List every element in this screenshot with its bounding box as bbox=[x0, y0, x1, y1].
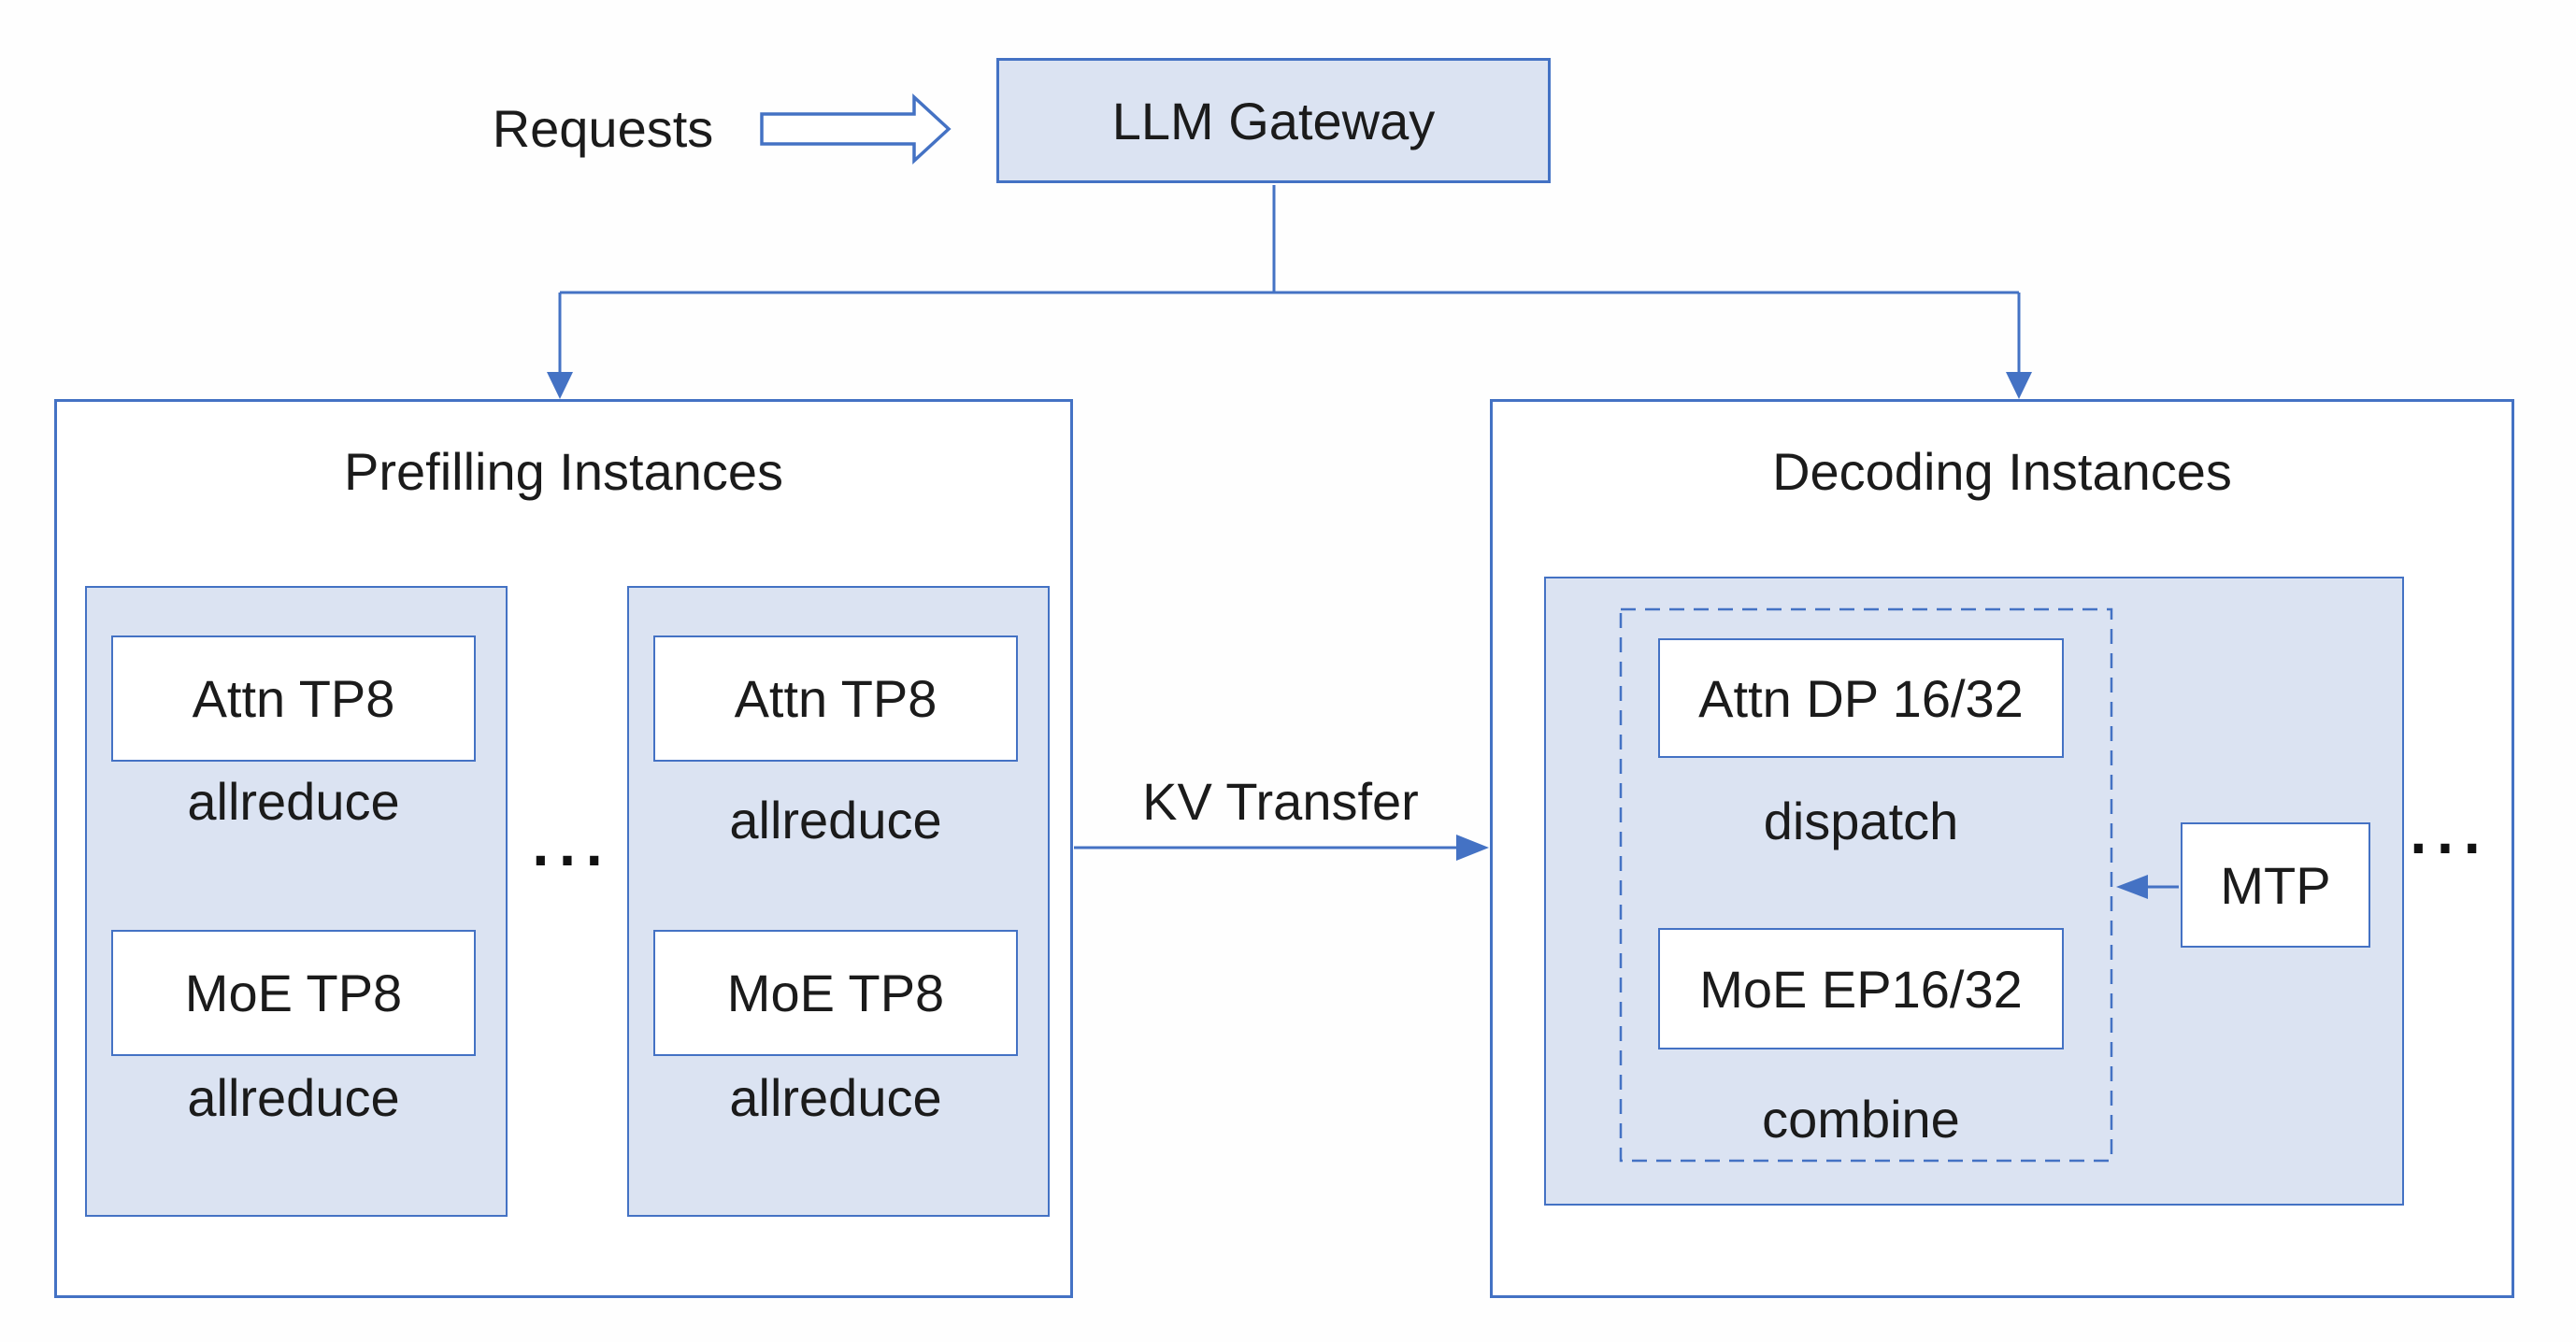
decode-moe-label: MoE EP16/32 bbox=[1699, 959, 2023, 1019]
mtp-label: MTP bbox=[2220, 855, 2331, 915]
gateway-branch-line bbox=[558, 185, 2021, 376]
mtp-box: MTP bbox=[2181, 822, 2370, 948]
prefill-1-attn-label: Attn TP8 bbox=[192, 669, 395, 728]
decode-ellipsis: ... bbox=[2405, 773, 2486, 873]
prefill-1-moe-box: MoE TP8 bbox=[111, 930, 476, 1056]
requests-label: Requests bbox=[492, 99, 714, 158]
decode-attn-label: Attn DP 16/32 bbox=[1698, 668, 2024, 728]
decode-dispatch-label: dispatch bbox=[1763, 792, 1959, 850]
prefill-ellipsis: ... bbox=[527, 785, 608, 885]
prefill-2-allreduce-label-2: allreduce bbox=[729, 1068, 942, 1127]
llm-gateway-label: LLM Gateway bbox=[1111, 91, 1436, 150]
kv-arrowhead-icon bbox=[1456, 835, 1489, 861]
prefill-1-moe-label: MoE TP8 bbox=[184, 964, 403, 1022]
branch-arrowhead-right-icon bbox=[2006, 372, 2032, 399]
prefill-2-attn-box: Attn TP8 bbox=[653, 635, 1018, 762]
requests-block-arrow-icon bbox=[760, 93, 952, 164]
llm-gateway-box: LLM Gateway bbox=[996, 58, 1551, 183]
decoding-instances-title: Decoding Instances bbox=[1772, 442, 2232, 501]
prefill-2-moe-box: MoE TP8 bbox=[653, 930, 1018, 1056]
prefill-1-attn-box: Attn TP8 bbox=[111, 635, 476, 762]
kv-transfer-label: KV Transfer bbox=[1142, 772, 1419, 831]
prefilling-instances-title: Prefilling Instances bbox=[343, 442, 783, 501]
prefill-2-allreduce-label-1: allreduce bbox=[729, 791, 942, 849]
prefill-1-allreduce-label-1: allreduce bbox=[187, 772, 400, 831]
prefill-2-attn-label: Attn TP8 bbox=[734, 669, 937, 728]
prefill-2-moe-label: MoE TP8 bbox=[726, 964, 945, 1022]
decode-moe-box: MoE EP16/32 bbox=[1658, 928, 2064, 1049]
decode-combine-label: combine bbox=[1762, 1090, 1960, 1149]
branch-arrowhead-left-icon bbox=[547, 372, 573, 399]
prefill-1-allreduce-label-2: allreduce bbox=[187, 1068, 400, 1127]
decode-attn-box: Attn DP 16/32 bbox=[1658, 638, 2064, 758]
